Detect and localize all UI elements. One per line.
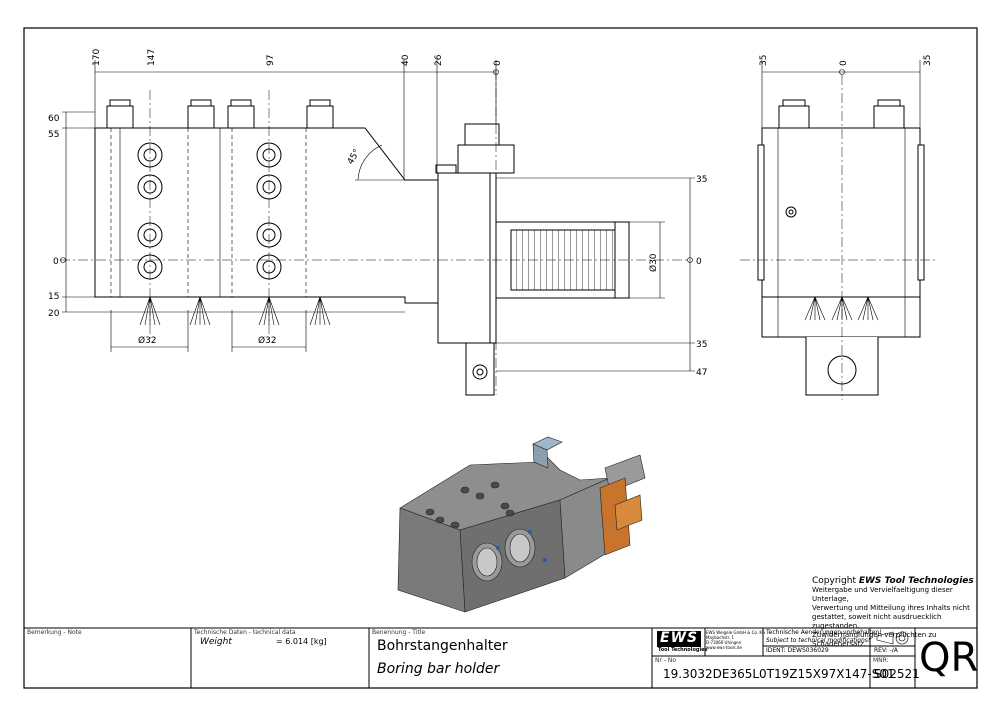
qr-label: QR [919, 635, 979, 681]
copyright-title: Copyright EWS Tool Technologies [812, 576, 974, 586]
side-dim-35-right: 35 [923, 55, 933, 66]
ident-field: IDENT: DEWS036029 [766, 647, 829, 654]
sheet-border [23, 27, 978, 689]
front-view [60, 60, 695, 396]
dim-35-right-bottom: 35 [696, 340, 707, 350]
remark-label: Bemerkung - Note [27, 629, 82, 636]
side-dim-0: 0 [839, 60, 849, 66]
dim-170: 170 [92, 49, 102, 66]
dim-147: 147 [147, 49, 157, 66]
tech-data-label: Technische Daten - technical data [194, 629, 296, 636]
diam-32-right: Ø32 [258, 335, 277, 346]
dim-15: 15 [48, 292, 59, 302]
dim-60: 60 [48, 114, 60, 124]
copyright-block: Copyright EWS Tool Technologies Weiterga… [812, 576, 977, 649]
title-german: Bohrstangenhalter [377, 638, 508, 654]
weight-label: Weight [200, 637, 232, 647]
side-dim-35-left: 35 [759, 55, 769, 66]
ews-logo: EWS [660, 630, 699, 646]
number-label: Nr - No [655, 657, 677, 664]
change-note-de: Technische Aenderungen vorbehalten! [766, 629, 882, 636]
copyright-text: Weitergabe und Vervielfaeltigung dieser … [812, 586, 970, 648]
side-view-dimensions: 35 0 35 [759, 55, 933, 66]
weight-value: = 6.014 [kg] [276, 637, 327, 646]
title-label: Benennung - Title [372, 629, 426, 636]
part-number: 19.3032DE365L0T19Z15X97X147-S01 [663, 667, 895, 681]
dim-0-top: 0 [493, 60, 503, 66]
dim-26: 26 [434, 54, 444, 66]
mnr-label: MNR: [873, 657, 889, 664]
copyright-brand: EWS Tool Technologies [858, 576, 974, 586]
company-address: EWS Weigele GmbH & Co. KG Maybachstr. 1 … [706, 630, 766, 650]
rev-field: REV: -/A [874, 647, 898, 654]
dim-47: 47 [696, 368, 707, 378]
dim-97: 97 [266, 55, 276, 66]
dim-20: 20 [48, 309, 60, 319]
ews-logo-bg [657, 631, 701, 647]
title-block-frame [24, 627, 977, 688]
change-note-en: Subject to technical modifications! [766, 637, 871, 644]
isometric-render [397, 436, 646, 613]
dim-0-left: 0 [53, 257, 59, 267]
mnr-value: S02521 [874, 667, 920, 681]
diam-32-left: Ø32 [138, 335, 157, 346]
dim-0-right: 0 [696, 257, 702, 267]
side-view [740, 60, 935, 400]
ews-logo-sub: Tool Technologies [658, 647, 708, 653]
title-english: Boring bar holder [377, 661, 500, 677]
diam-30: Ø30 [648, 253, 659, 272]
dim-35-right-top: 35 [696, 175, 707, 185]
dim-40: 40 [401, 54, 411, 66]
front-view-dimensions: 170 147 97 40 26 0 60 55 0 15 20 35 0 35… [48, 49, 707, 378]
dim-55: 55 [48, 130, 59, 140]
